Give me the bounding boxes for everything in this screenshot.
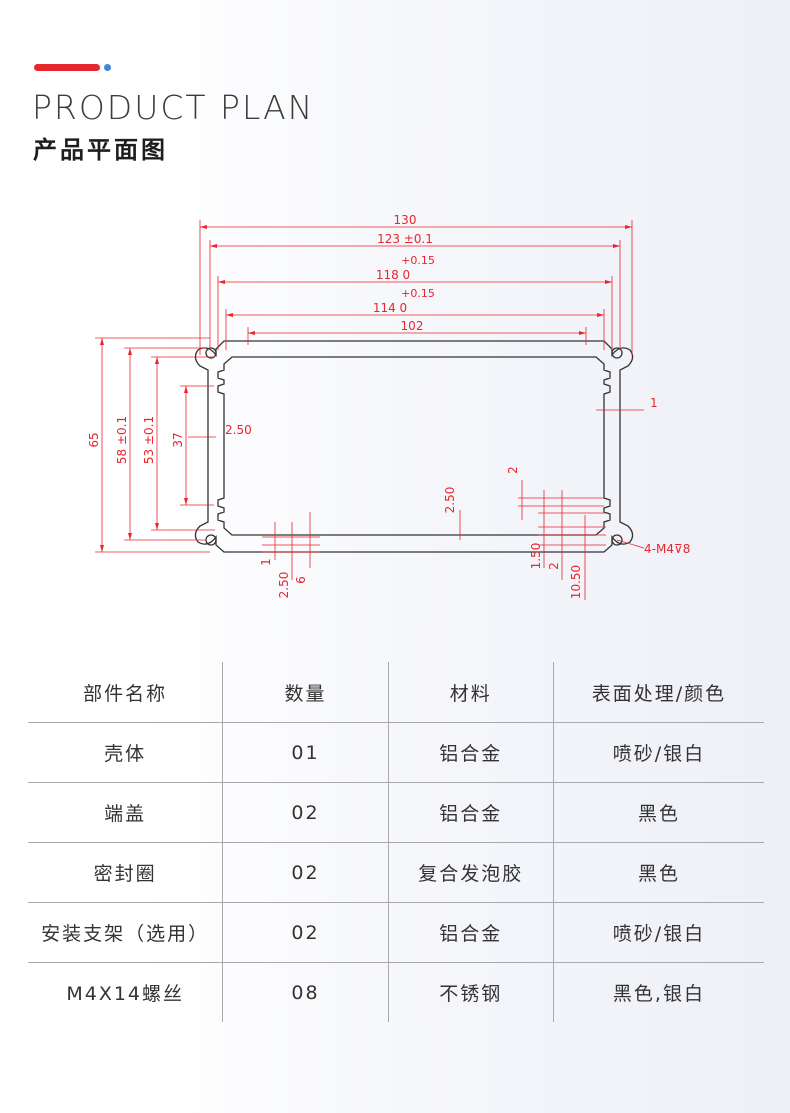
cell-finish: 黑色 [553,782,764,843]
page-title-cn: 产品平面图 [33,136,168,164]
cell-material: 铝合金 [388,902,554,963]
screw-hole-tr [611,347,623,359]
dim-2-bottom: 2 [547,562,561,570]
page-title-en: PRODUCT PLAN [32,88,315,127]
cell-part-name: 密封圈 [28,842,224,903]
table-row: 安装支架（选用） 02 铝合金 喷砂/银白 [28,902,764,963]
accent-bar [34,64,100,71]
dim-58: 58 ±0.1 [115,416,129,464]
header-part-name: 部件名称 [28,662,224,723]
header-quantity: 数量 [222,662,389,723]
accent-dot [104,64,111,71]
screw-note: 4-M4⊽8 [644,542,690,556]
technical-drawing: 130 123 ±0.1 +0.15 118 0 +0.15 114 0 102… [87,213,690,600]
cell-part-name: 安装支架（选用） [28,902,224,963]
dim-65: 65 [87,432,101,447]
screw-hole-bl [205,534,217,546]
table-row: 密封圈 02 复合发泡胶 黑色 [28,842,764,903]
cell-quantity: 02 [222,782,389,843]
header-finish: 表面处理/颜色 [553,662,764,723]
dim-6-bottom: 6 [294,576,308,584]
table-row: 端盖 02 铝合金 黑色 [28,782,764,843]
cell-finish: 喷砂/银白 [553,902,764,963]
cell-quantity: 08 [222,962,389,1022]
cell-material: 铝合金 [388,782,554,843]
dim-150-bottom: 1.50 [529,543,543,570]
cell-quantity: 02 [222,842,389,903]
dim-118: 118 0 [376,268,410,282]
cell-quantity: 01 [222,722,389,783]
dim-53: 53 ±0.1 [142,416,156,464]
cell-part-name: 壳体 [28,722,224,783]
dimension-labels: 130 123 ±0.1 +0.15 118 0 +0.15 114 0 102… [87,213,690,599]
cell-part-name: 端盖 [28,782,224,843]
cell-material: 铝合金 [388,722,554,783]
dim-118-tol: +0.15 [401,254,435,267]
cell-finish: 喷砂/银白 [553,722,764,783]
table-row: M4X14螺丝 08 不锈钢 黑色,银白 [28,962,764,1022]
dim-250-bottom: 2.50 [277,572,291,599]
parts-table: 部件名称 数量 材料 表面处理/颜色 壳体 01 铝合金 喷砂/银白 端盖 02… [28,662,764,1022]
cell-finish: 黑色,银白 [612,983,705,1005]
cell-material: 复合发泡胶 [388,842,554,903]
dimension-arrows [100,225,632,552]
dimension-lines [95,220,645,600]
screw-hole-tl [205,347,217,359]
dim-114-tol: +0.15 [401,287,435,300]
profile-outline [194,340,634,553]
dim-1-bottom: 1 [259,558,273,566]
dim-1-right: 1 [650,396,658,410]
screw-hole-br [611,534,623,546]
cell-material: 不锈钢 [388,962,554,1022]
dim-250-center: 2.50 [443,487,457,514]
dim-114: 114 0 [373,301,407,315]
dim-102: 102 [401,319,424,333]
profile-inner-contour [217,356,611,536]
cell-finish: 黑色 [553,842,764,903]
cell-quantity: 02 [222,902,389,963]
dim-2-right: 2 [506,466,520,474]
dim-130: 130 [394,213,417,227]
table-row: 壳体 01 铝合金 喷砂/银白 [28,722,764,783]
dim-37: 37 [171,432,185,447]
dim-250-left: 2.50 [225,423,252,437]
table-header-row: 部件名称 数量 材料 表面处理/颜色 [28,662,764,723]
header-material: 材料 [388,662,554,723]
dim-1050-bottom: 10.50 [569,565,583,599]
cell-part-name: M4X14螺丝 [28,962,224,1022]
profile-outer-contour [194,340,634,553]
dim-123: 123 ±0.1 [377,232,433,246]
